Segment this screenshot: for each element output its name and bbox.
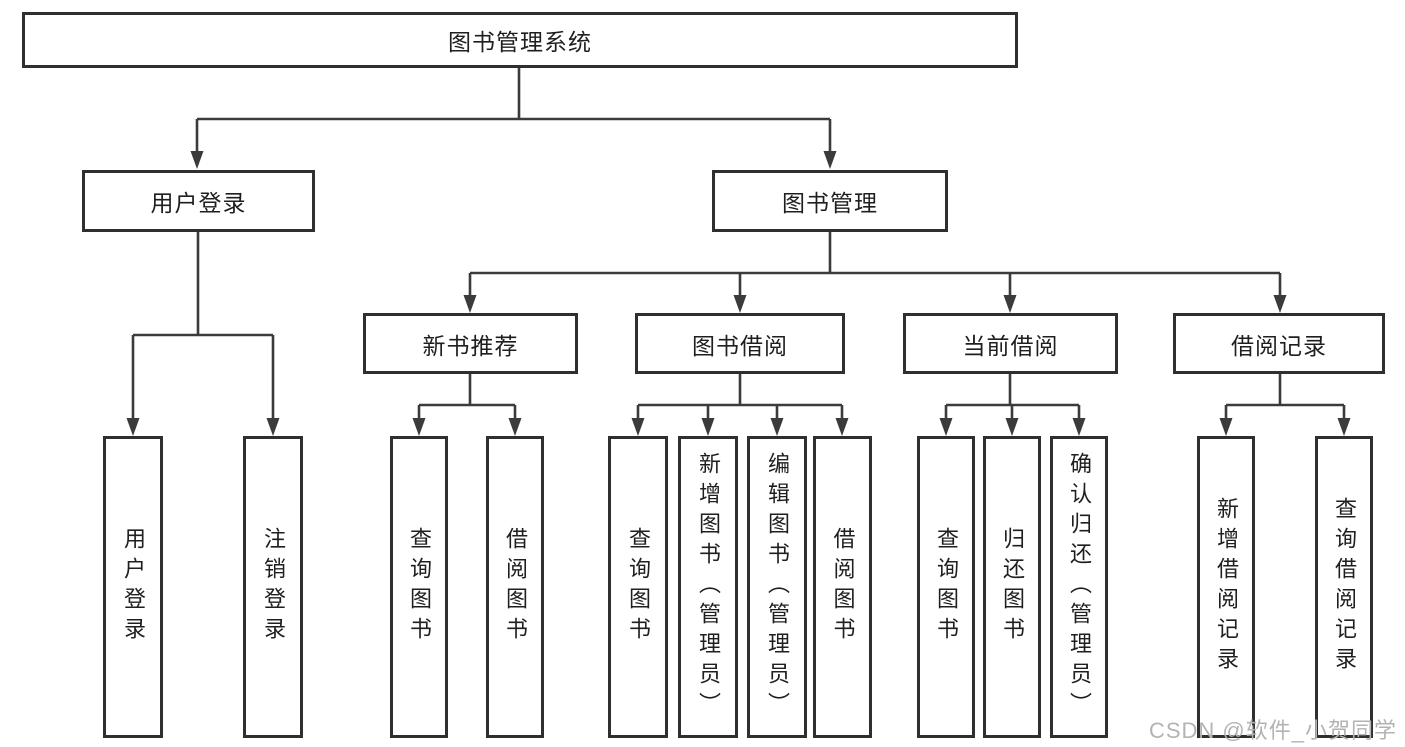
node-book-management: 图书管理 [712,170,948,232]
leaf-add-books-admin-label: 新增图书（管理员） [696,452,721,722]
leaf-query-books-borrow-label: 查询图书 [626,527,651,647]
node-root-label: 图书管理系统 [448,29,592,55]
leaf-query-borrow-record: 查询借阅记录 [1315,436,1373,738]
node-new-book-recommend: 新书推荐 [363,313,578,374]
leaf-query-books-recommend-label: 查询图书 [407,527,432,647]
leaf-return-books-label: 归还图书 [1000,527,1025,647]
leaf-borrow-books: 借阅图书 [813,436,872,738]
leaf-add-borrow-record-label: 新增借阅记录 [1214,497,1239,677]
leaf-logout-label: 注销登录 [261,527,286,647]
node-user-login-label: 用户登录 [150,190,247,216]
connector-current-borrow-to-leaves [939,374,1086,436]
watermark: CSDN @软件_小贺同学 [1148,718,1397,743]
leaf-query-books-current-label: 查询图书 [934,527,959,647]
connector-book-borrow-to-leaves [631,374,849,436]
leaf-user-login-label: 用户登录 [121,527,146,647]
leaf-query-books-recommend: 查询图书 [390,436,448,738]
leaf-add-borrow-record: 新增借阅记录 [1197,436,1255,738]
node-root: 图书管理系统 [22,12,1018,68]
node-book-management-label: 图书管理 [782,190,878,216]
node-book-borrow-label: 图书借阅 [692,332,788,359]
leaf-edit-books-admin-label: 编辑图书（管理员） [765,452,790,722]
node-current-borrow: 当前借阅 [903,313,1118,374]
connector-borrow-records-to-leaves [1219,374,1351,436]
leaf-edit-books-admin: 编辑图书（管理员） [747,436,807,738]
leaf-query-books-current: 查询图书 [917,436,975,738]
node-user-login: 用户登录 [82,170,315,232]
leaf-confirm-return-admin-label: 确认归还（管理员） [1067,452,1092,722]
leaf-query-borrow-record-label: 查询借阅记录 [1332,497,1357,677]
connector-book-management-to-level3 [463,232,1287,313]
node-new-book-recommend-label: 新书推荐 [422,332,519,359]
node-book-borrow: 图书借阅 [635,313,845,374]
leaf-user-login: 用户登录 [103,436,163,738]
node-borrow-records-label: 借阅记录 [1231,332,1327,359]
node-borrow-records: 借阅记录 [1173,313,1385,374]
connector-root-to-level2 [190,68,837,169]
leaf-query-books-borrow: 查询图书 [608,436,668,738]
connector-user-login-to-leaves [126,232,280,436]
leaf-confirm-return-admin: 确认归还（管理员） [1050,436,1108,738]
leaf-return-books: 归还图书 [983,436,1041,738]
connector-new-book-recommend-to-leaves [412,374,522,436]
leaf-borrow-books-recommend: 借阅图书 [486,436,544,738]
leaf-borrow-books-label: 借阅图书 [830,527,856,647]
node-current-borrow-label: 当前借阅 [962,332,1059,359]
leaf-logout: 注销登录 [243,436,303,738]
leaf-add-books-admin: 新增图书（管理员） [678,436,738,738]
leaf-borrow-books-recommend-label: 借阅图书 [503,527,528,647]
